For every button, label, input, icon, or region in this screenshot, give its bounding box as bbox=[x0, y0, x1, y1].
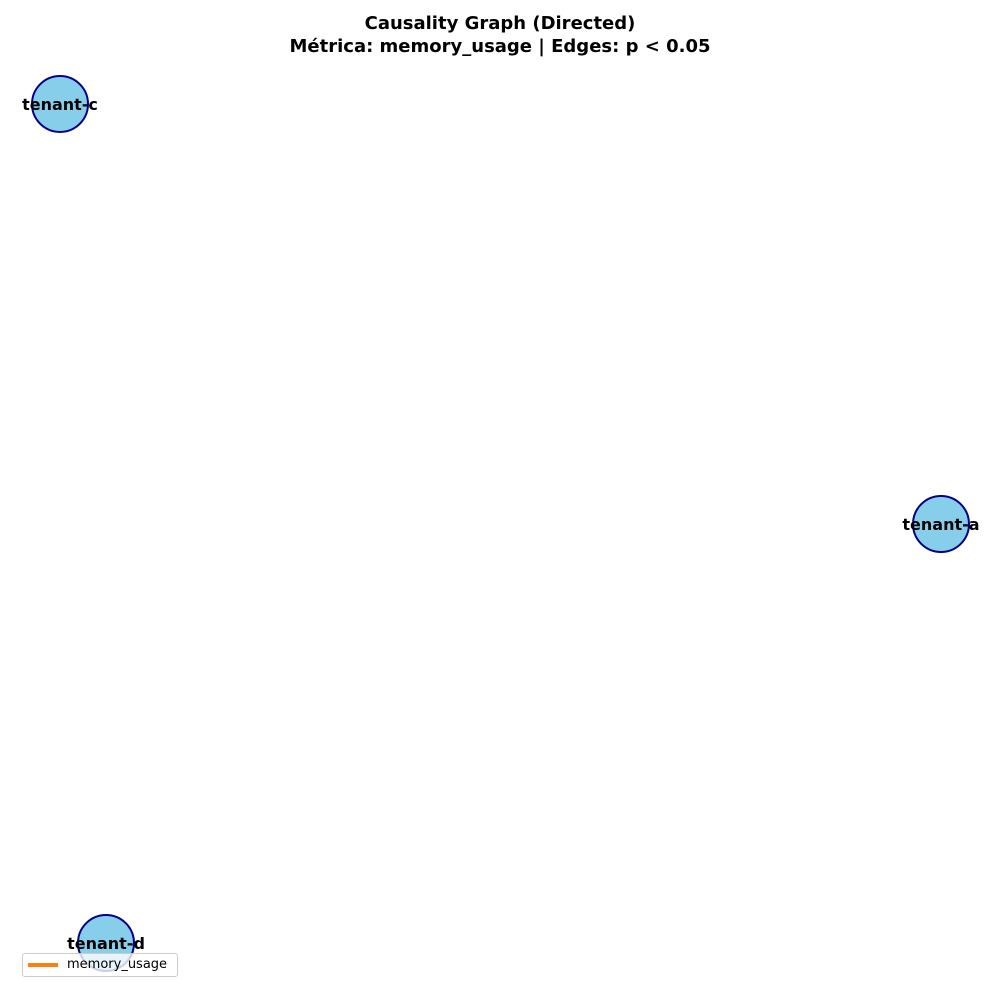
legend-swatch-memory-usage bbox=[28, 963, 58, 967]
node-circle-tenant-a bbox=[912, 495, 970, 553]
node-circle-tenant-c bbox=[31, 75, 89, 133]
graph-title: Causality Graph (Directed) bbox=[364, 13, 636, 34]
legend: memory_usage bbox=[22, 953, 178, 977]
node-label-tenant-d: tenant-d bbox=[67, 934, 145, 953]
node-layer: tenant-c tenant-a tenant-d bbox=[22, 75, 980, 972]
node-label-tenant-a: tenant-a bbox=[902, 515, 979, 534]
node-label-tenant-c: tenant-c bbox=[22, 95, 98, 114]
node-tenant-c: tenant-c bbox=[22, 75, 98, 133]
legend-label-memory-usage: memory_usage bbox=[67, 957, 168, 972]
node-tenant-a: tenant-a bbox=[902, 495, 980, 553]
graph-subtitle: Métrica: memory_usage | Edges: p < 0.05 bbox=[289, 36, 711, 57]
